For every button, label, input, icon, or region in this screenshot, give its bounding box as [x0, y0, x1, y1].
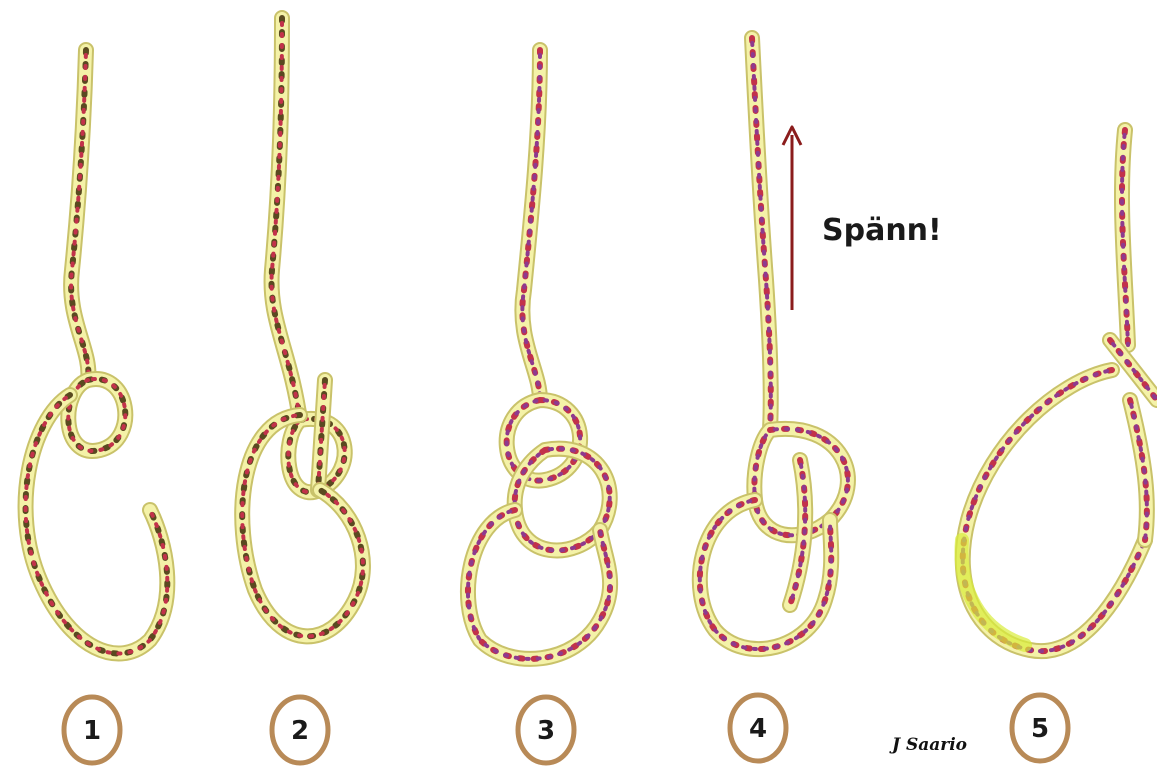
rope-step-3 — [468, 50, 610, 659]
step-number-5: 5 — [1031, 714, 1049, 744]
author-signature: J Saario — [889, 735, 967, 755]
tension-arrow — [783, 127, 801, 310]
step-number-3: 3 — [537, 716, 555, 746]
tension-label: Spänn! — [822, 213, 942, 248]
step-badge-3: 3 — [518, 697, 574, 763]
step-number-1: 1 — [83, 716, 101, 746]
step-badge-2: 2 — [272, 697, 328, 763]
rope-step-2 — [242, 18, 363, 636]
rope-step-4 — [700, 38, 848, 649]
rope-step-5-strand-3-layer-4 — [963, 370, 1145, 651]
step-badge-4: 4 — [730, 695, 786, 761]
step-number-2: 2 — [291, 716, 309, 746]
step-badge-5: 5 — [1012, 695, 1068, 761]
rope-step-1-strand-3-layer-1 — [26, 395, 168, 654]
step-badge-1: 1 — [64, 697, 120, 763]
rope-step-5 — [963, 130, 1157, 651]
rope-step-1 — [26, 50, 168, 654]
step-number-4: 4 — [749, 714, 767, 744]
rope-step-5-strand-3-layer-3 — [963, 370, 1145, 651]
rope-step-5-strand-3-layer-1 — [963, 370, 1145, 651]
rope-step-5-highlight — [962, 540, 1025, 645]
rope-step-5-strand-3-layer-2 — [963, 370, 1145, 651]
